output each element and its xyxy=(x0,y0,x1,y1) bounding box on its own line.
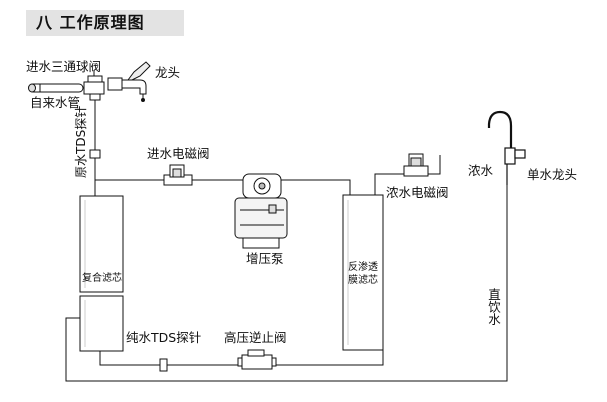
label-inlet-solenoid-valve: 进水电磁阀 xyxy=(147,146,210,161)
concentrate-solenoid-valve-icon xyxy=(403,153,429,177)
label-ro-membrane-line1: 反渗透 xyxy=(348,262,378,273)
section-title: 八 工作原理图 xyxy=(26,10,184,36)
composite-filter-upper xyxy=(79,195,124,293)
three-way-valve-icon xyxy=(83,70,105,101)
label-concentrate: 浓水 xyxy=(468,163,494,178)
inlet-solenoid-valve-icon xyxy=(163,164,193,186)
kitchen-faucet-icon xyxy=(107,61,151,102)
label-composite-filter: 复合滤芯 xyxy=(82,273,122,284)
return-loop xyxy=(65,185,508,382)
label-booster-pump: 增压泵 xyxy=(246,251,284,266)
label-concentrate-solenoid-valve: 浓水电磁阀 xyxy=(386,185,449,200)
label-inlet-three-way-valve: 进水三通球阀 xyxy=(26,59,102,74)
label-ro-membrane-line2: 膜滤芯 xyxy=(348,275,378,286)
raw-tds-probe-marker xyxy=(89,149,101,159)
tap-water-pipe-icon xyxy=(28,83,84,93)
ro-membrane-housing xyxy=(342,194,384,351)
label-pure-tds-probe: 纯水TDS探针 xyxy=(126,330,202,345)
label-raw-tds-probe: 原水TDS探针 xyxy=(74,105,88,178)
label-check-valve: 高压逆止阀 xyxy=(224,330,287,345)
gooseneck-faucet-icon xyxy=(487,110,526,185)
feed-line-top xyxy=(95,179,351,195)
composite-filter-lower xyxy=(79,295,124,352)
pure-tds-probe-marker xyxy=(159,358,168,372)
label-direct-drink-water: 直饮水 xyxy=(486,288,501,326)
label-tap-water-pipe: 自来水管 xyxy=(30,95,81,110)
label-faucet: 龙头 xyxy=(155,65,181,80)
check-valve-icon xyxy=(237,349,277,370)
booster-pump-icon xyxy=(234,173,288,249)
label-single-faucet: 单水龙头 xyxy=(527,167,578,182)
